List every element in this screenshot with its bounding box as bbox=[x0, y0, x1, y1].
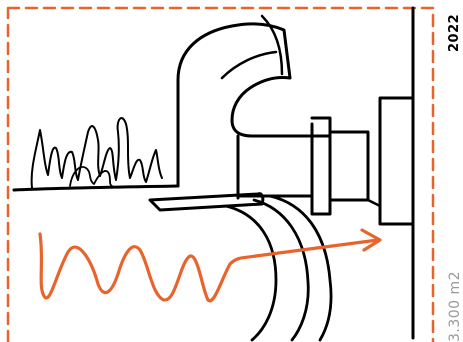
root-curve-3 bbox=[270, 196, 331, 340]
ground-line bbox=[14, 186, 178, 190]
year-label: 2022 bbox=[447, 14, 462, 52]
pipe-body-inner-curve bbox=[222, 52, 276, 78]
root-curve-1 bbox=[226, 206, 276, 340]
wall-box-inner bbox=[368, 200, 380, 206]
base-plate bbox=[150, 194, 263, 210]
root-curve-2 bbox=[254, 200, 308, 340]
pipe-body bbox=[178, 24, 330, 186]
wall-box bbox=[380, 98, 413, 224]
area-label: 3.300 m2 bbox=[447, 271, 463, 342]
